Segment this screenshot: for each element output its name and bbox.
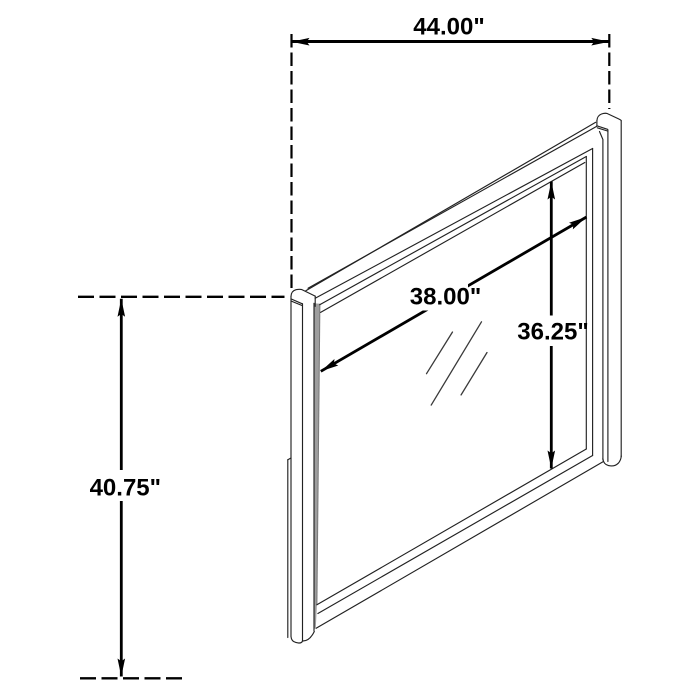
svg-text:40.75": 40.75" — [90, 475, 161, 502]
svg-text:44.00": 44.00" — [413, 14, 484, 41]
svg-text:36.25": 36.25" — [517, 319, 588, 346]
svg-text:38.00": 38.00" — [410, 284, 481, 311]
